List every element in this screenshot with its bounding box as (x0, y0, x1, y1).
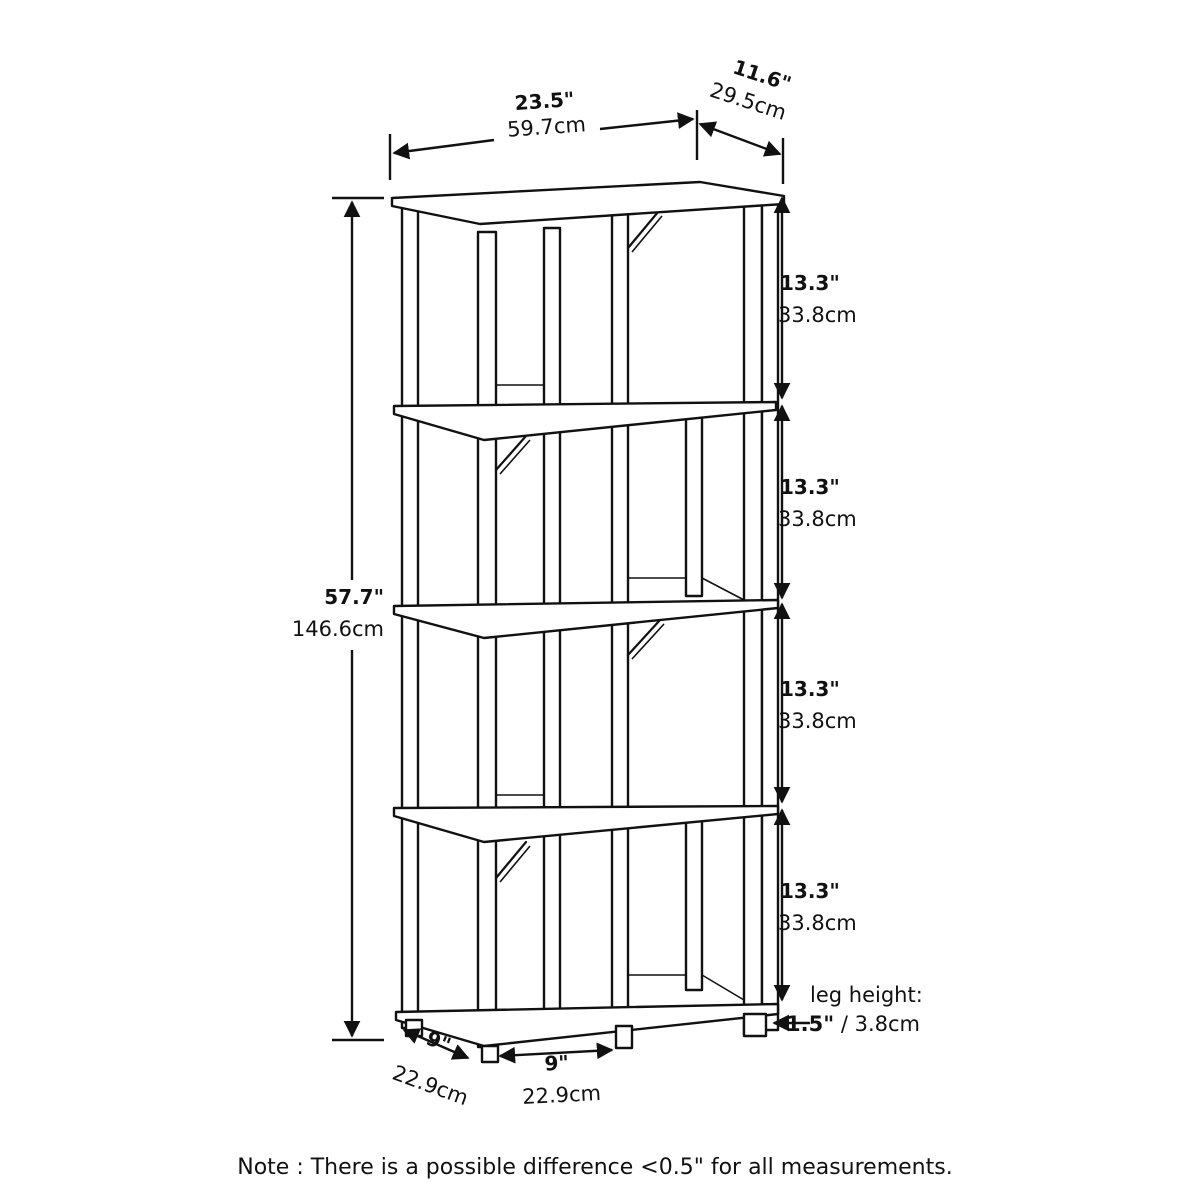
width-inches: 23.5" (514, 87, 575, 115)
shelf-bottom (394, 1002, 780, 1048)
cube-back-lines (496, 384, 745, 1001)
measurement-note: Note : There is a possible difference <0… (237, 1155, 952, 1180)
legs (404, 1012, 768, 1064)
shelf-4 (392, 804, 780, 844)
cube-width-inches: 9" (544, 1050, 570, 1075)
shelf-height-2-cm: 33.8cm (778, 507, 857, 531)
cube-width-cm: 22.9cm (522, 1081, 602, 1109)
shelf-height-labels: 13.3" 33.8cm 13.3" 33.8cm 13.3" 33.8cm 1… (778, 271, 857, 935)
diagonal-braces (494, 210, 665, 883)
leg-height-cm: 3.8cm (855, 1012, 920, 1036)
cube-depth-cm: 22.9cm (389, 1061, 471, 1110)
leg-height-separator: / (834, 1012, 854, 1036)
dimension-lines (332, 110, 810, 1064)
shelves (390, 180, 786, 1048)
bookshelf-illustration (390, 180, 786, 1064)
total-height-label: 57.7" 146.6cm (292, 585, 384, 641)
width-cm: 59.7cm (506, 112, 586, 141)
shelf-2 (392, 400, 778, 442)
shelf-height-3-cm: 33.8cm (778, 709, 857, 733)
shelf-3 (392, 598, 780, 640)
leg-height-value: 1.5" / 3.8cm (786, 1012, 920, 1036)
shelf-height-2-inches: 13.3" (780, 475, 840, 499)
cube-width-label: 9" 22.9cm (522, 1050, 602, 1109)
shelf-height-1-inches: 13.3" (780, 271, 840, 295)
leg-height-label: leg height: 1.5" / 3.8cm (786, 983, 923, 1036)
shelf-height-4-cm: 33.8cm (778, 911, 857, 935)
width-label: 23.5" 59.7cm (506, 87, 586, 142)
depth-label: 11.6" 29.5cm (707, 55, 794, 125)
shelf-height-1-cm: 33.8cm (778, 303, 857, 327)
total-height-inches: 57.7" (324, 585, 384, 609)
leg-height-inches: 1.5" (786, 1012, 834, 1036)
shelf-height-3-inches: 13.3" (780, 677, 840, 701)
total-height-cm: 146.6cm (292, 617, 384, 641)
leg-height-caption: leg height: (810, 983, 923, 1007)
shelf-height-4-inches: 13.3" (780, 879, 840, 903)
shelf-top (390, 180, 786, 226)
